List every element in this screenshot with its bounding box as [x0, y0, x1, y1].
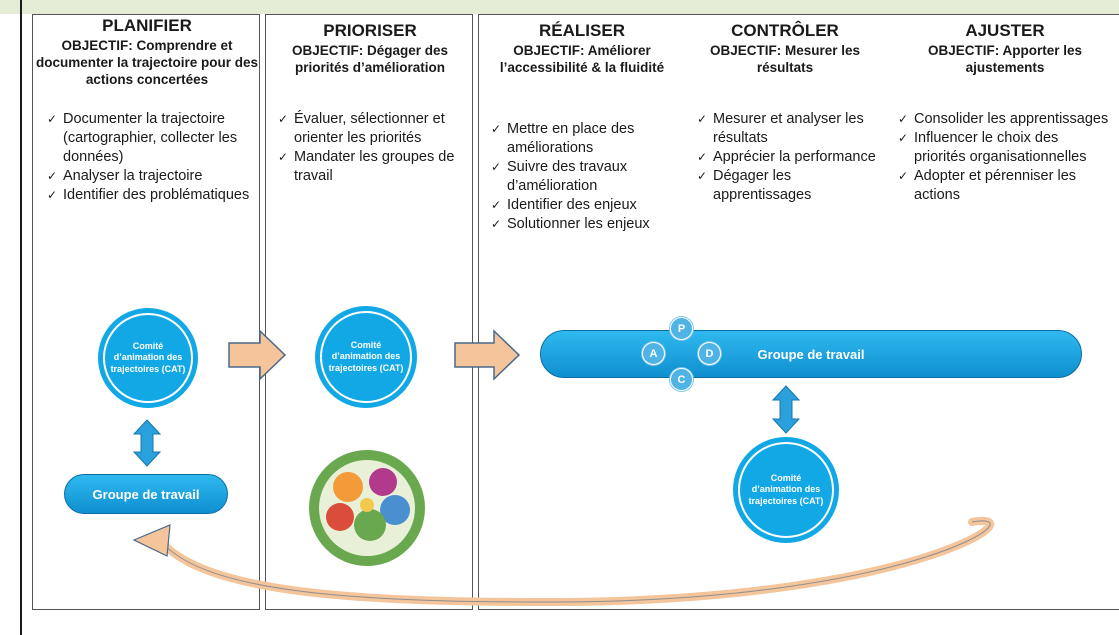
list-item: Dégager les apprentissages — [697, 167, 882, 205]
cat-label: Comité d’animation des trajectoires (CAT… — [748, 472, 824, 506]
double-arrow-icon — [771, 385, 801, 434]
controler-title: CONTRÔLER — [731, 21, 839, 40]
return-curved-arrow — [156, 516, 994, 607]
controler-header: CONTRÔLER OBJECTIF: Mesurer les résultat… — [690, 21, 880, 76]
realiser-title: RÉALISER — [539, 21, 625, 40]
planifier-header: PLANIFIER OBJECTIF: Comprendre et docume… — [34, 16, 260, 88]
realiser-list: Mettre en place des améliorations Suivre… — [491, 120, 691, 234]
planifier-list: Documenter la trajectoire (cartographier… — [47, 110, 252, 205]
list-item: Analyser la trajectoire — [47, 167, 252, 186]
list-item: Suivre des travaux d’amélioration — [491, 158, 691, 196]
groupe-de-travail-pill: Groupe de travail — [64, 474, 228, 514]
right-arrow-icon — [228, 329, 287, 381]
list-item: Consolider les apprentissages — [898, 110, 1113, 129]
list-item: Adopter et pérenniser les actions — [898, 167, 1113, 205]
planifier-title: PLANIFIER — [102, 16, 192, 35]
realiser-header: RÉALISER OBJECTIF: Améliorer l’accessibi… — [481, 21, 683, 76]
pdca-a-badge: A — [642, 342, 665, 365]
right-arrow-icon — [454, 329, 521, 381]
groupe-label: Groupe de travail — [757, 346, 865, 362]
cat-circle: Comité d’animation des trajectoires (CAT… — [315, 306, 417, 408]
return-arrowhead-icon — [132, 524, 171, 557]
cat-circle: Comité d’animation des trajectoires (CAT… — [98, 308, 198, 408]
list-item: Identifier des problématiques — [47, 186, 252, 205]
cat-circle: Comité d’animation des trajectoires (CAT… — [733, 437, 839, 543]
list-item: Mettre en place des améliorations — [491, 120, 691, 158]
list-item: Évaluer, sélectionner et orienter les pr… — [278, 110, 468, 148]
groupe-de-travail-pill: Groupe de travail — [540, 330, 1082, 378]
groupe-label: Groupe de travail — [92, 486, 200, 502]
controler-list: Mesurer et analyser les résultats Appréc… — [697, 110, 882, 205]
ajuster-list: Consolider les apprentissages Influencer… — [898, 110, 1113, 205]
cat-label: Comité d’animation des trajectoires (CAT… — [110, 340, 186, 374]
top-band — [0, 0, 1119, 14]
list-item: Apprécier la performance — [697, 148, 882, 167]
list-item: Influencer le choix des priorités organi… — [898, 129, 1113, 167]
pdca-c-badge: C — [670, 368, 693, 391]
ajuster-title: AJUSTER — [965, 21, 1045, 40]
controler-objective: OBJECTIF: Mesurer les résultats — [709, 43, 861, 75]
pdca-d-badge: D — [698, 342, 721, 365]
list-item: Mandater les groupes de travail — [278, 148, 468, 186]
prioriser-title: PRIORISER — [323, 21, 417, 40]
pdca-p-badge: P — [670, 317, 693, 340]
cat-label: Comité d’animation des trajectoires (CAT… — [328, 339, 404, 373]
list-item: Mesurer et analyser les résultats — [697, 110, 882, 148]
realiser-objective: OBJECTIF: Améliorer l’accessibilité & la… — [499, 43, 665, 75]
list-item: Documenter la trajectoire (cartographier… — [47, 110, 252, 167]
prioriser-header: PRIORISER OBJECTIF: Dégager des priorité… — [269, 21, 471, 76]
planifier-objective: OBJECTIF: Comprendre et documenter la tr… — [35, 38, 259, 87]
prioriser-objective: OBJECTIF: Dégager des priorités d’amélio… — [291, 43, 449, 75]
gears-cycle-image — [309, 450, 425, 566]
ajuster-header: AJUSTER OBJECTIF: Apporter les ajustemen… — [900, 21, 1110, 76]
ajuster-objective: OBJECTIF: Apporter les ajustements — [927, 43, 1083, 75]
left-border-line — [20, 0, 22, 635]
list-item: Identifier des enjeux — [491, 196, 691, 215]
double-arrow-icon — [132, 419, 162, 467]
prioriser-list: Évaluer, sélectionner et orienter les pr… — [278, 110, 468, 186]
list-item: Solutionner les enjeux — [491, 215, 691, 234]
